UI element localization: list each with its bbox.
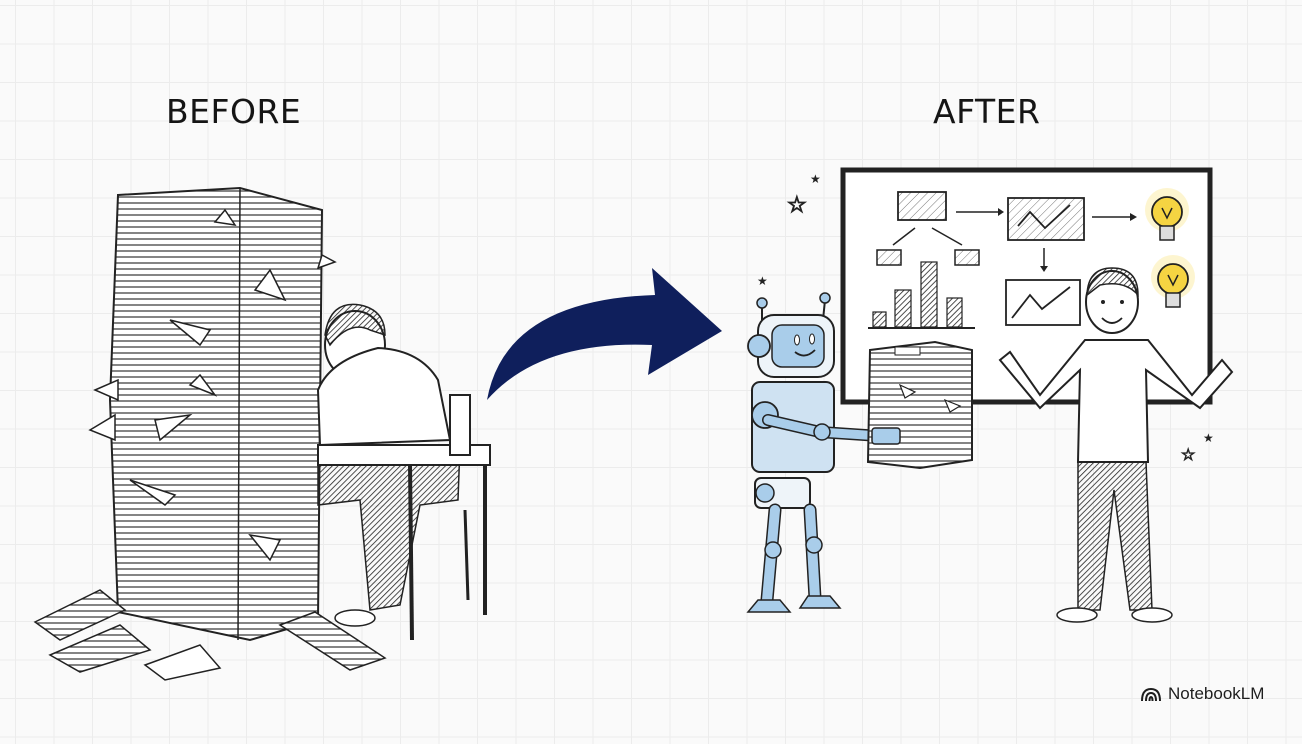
tall-paper-stack-icon <box>88 186 337 642</box>
svg-text:☆: ☆ <box>1181 447 1195 464</box>
desk-icon <box>317 444 491 641</box>
lightbulb-icon <box>1151 255 1195 308</box>
happy-person-icon <box>998 267 1234 623</box>
robot-icon <box>746 292 886 613</box>
notebooklm-logo-icon <box>1141 687 1161 702</box>
svg-text:★: ★ <box>810 172 821 186</box>
svg-text:☆: ☆ <box>787 192 807 217</box>
scattered-papers-icon <box>33 589 387 681</box>
after-heading: AFTER <box>933 92 1041 131</box>
stressed-person-icon <box>316 303 461 627</box>
notebooklm-watermark: NotebookLM <box>1140 684 1264 704</box>
lightbulb-icon <box>1145 188 1189 241</box>
flow-diagram-icon <box>876 191 1137 272</box>
line-chart-icon <box>1005 279 1081 326</box>
svg-text:★: ★ <box>757 274 768 288</box>
small-paper-stack-icon <box>866 340 973 470</box>
watermark-label: NotebookLM <box>1168 684 1265 703</box>
svg-text:★: ★ <box>1203 431 1214 445</box>
chair-icon <box>449 394 471 601</box>
before-heading: BEFORE <box>166 92 302 131</box>
transition-arrow-icon <box>487 268 722 400</box>
bar-chart-icon <box>868 261 975 329</box>
star-icon: ☆ ★ ★ ☆ ★ <box>757 172 1214 465</box>
